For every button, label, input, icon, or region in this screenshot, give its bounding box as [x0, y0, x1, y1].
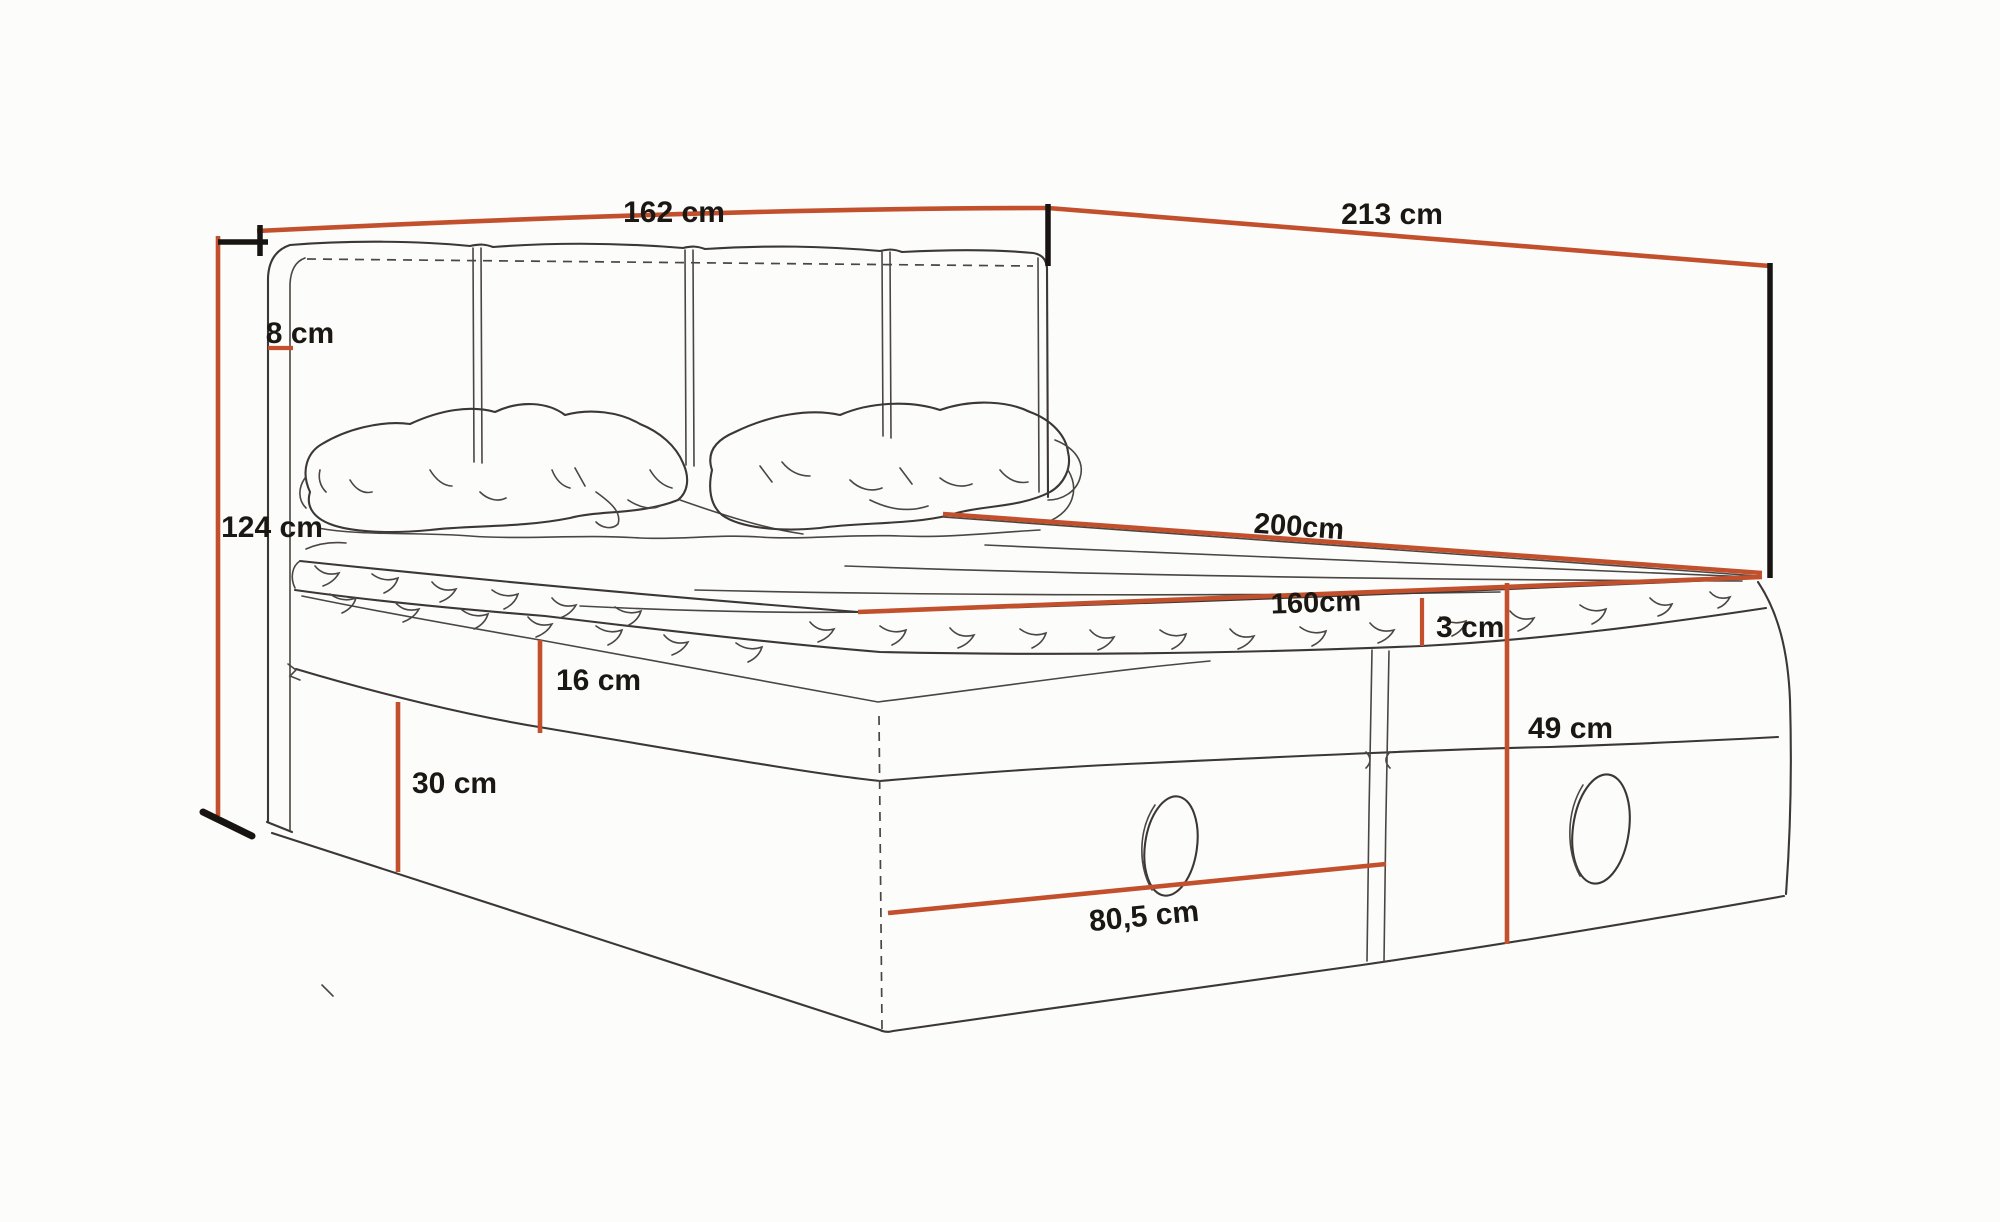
drawer-box-top-notch [287, 663, 301, 681]
stray-pen-mark [321, 984, 334, 997]
handle-right-icon [1571, 773, 1631, 885]
headboard-panel-divider-2 [684, 249, 695, 467]
pillow-right-outline [709, 401, 1070, 531]
dimension-lines [199, 204, 1773, 944]
dim-line-200cm [942, 511, 1763, 576]
mattress-top [291, 516, 1762, 614]
drawer-divider [1365, 649, 1391, 963]
base-right-edge [1756, 580, 1792, 896]
dim-line-80-5cm [887, 861, 1387, 916]
topper-bottom-edge [293, 588, 1768, 655]
bed-line-art [265, 240, 1792, 1033]
mattress-back-edge [942, 516, 1759, 577]
label-upper-box-height: 16 cm [556, 664, 641, 697]
handle-left-icon [1143, 795, 1199, 897]
drawer-box-top-edge [294, 667, 1780, 783]
pillow-crease-marks [299, 461, 1029, 529]
headboard-bottom-edge [265, 820, 294, 834]
pillow-left-tail-fold [679, 499, 804, 535]
headboard-inner-right-edge [1037, 257, 1040, 493]
topper-band [293, 565, 1768, 663]
front-left-corner-edge [878, 715, 883, 1030]
topper-quilt-waves [314, 565, 1732, 663]
headboard-inner-top-edge [306, 258, 1034, 267]
headboard-inner-left-edge [289, 257, 306, 831]
headboard-panel-divider-3 [881, 251, 892, 439]
headboard-panel-divider-1 [472, 247, 483, 464]
mattress-bottom-edge-left-face [301, 595, 1211, 703]
sheet-stripe-4 [579, 605, 881, 614]
tick-bottomleft-diagonal [199, 808, 256, 840]
dim-line-160cm [857, 574, 1763, 615]
pillow-right-corner-flap [1047, 439, 1082, 521]
label-headboard-trim: 8 cm [266, 317, 334, 350]
base-boxes [270, 580, 1792, 1033]
topper-left-corner [291, 541, 347, 589]
label-frame-depth: 213 cm [1341, 198, 1443, 231]
label-mattress-width: 160cm [1270, 585, 1361, 620]
handle-left-inner-line [1141, 804, 1156, 891]
label-drawer-height: 30 cm [412, 767, 497, 800]
handle-right-inner-line [1569, 784, 1584, 877]
base-bottom-edge [270, 831, 1786, 1033]
label-topper-thickness: 3 cm [1436, 611, 1504, 644]
sheet-stripe-2 [844, 565, 1743, 582]
dim-line-213cm [1047, 205, 1771, 269]
sheet-meeting-line [317, 527, 1041, 540]
pillow-left-outline [304, 402, 689, 534]
dimension-labels: 162 cm 213 cm 8 cm 124 cm 200cm 160cm 3 … [221, 196, 1613, 938]
label-mattress-length: 200cm [1253, 508, 1345, 547]
label-drawer-width: 80,5 cm [1088, 895, 1201, 938]
label-headboard-width: 162 cm [623, 196, 725, 229]
drawer-handles [1141, 773, 1631, 897]
dim-line-162cm [256, 205, 1049, 234]
label-base-height: 49 cm [1528, 712, 1613, 745]
headboard-outer-edge [266, 240, 1050, 824]
label-headboard-height: 124 cm [221, 511, 323, 544]
sheet-stripe-1 [984, 544, 1753, 578]
headboard [265, 240, 1050, 834]
pillows [299, 401, 1082, 535]
